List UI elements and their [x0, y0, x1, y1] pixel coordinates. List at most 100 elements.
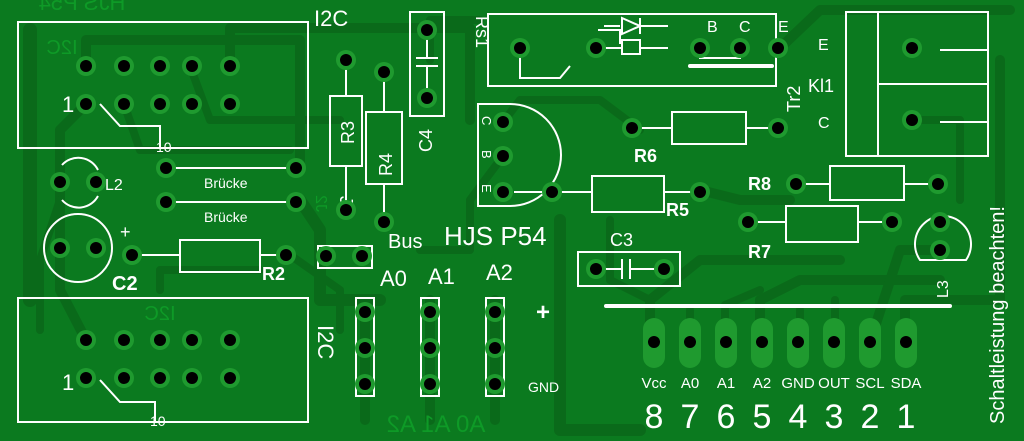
- r3-label: R3: [338, 121, 358, 144]
- bruecke-1-label: Brücke: [204, 175, 248, 191]
- pad-hole: [359, 342, 371, 354]
- pad-hole: [378, 66, 390, 78]
- title-bus: Bus: [388, 231, 422, 253]
- header-pin-name: A2: [753, 375, 771, 392]
- header-pin-number: 2: [861, 398, 880, 436]
- r7-label: R7: [748, 242, 771, 262]
- pad-hole: [424, 378, 436, 390]
- bruecke-2-label: Brücke: [204, 209, 248, 225]
- pads: [50, 20, 950, 394]
- r4-label: R4: [376, 153, 396, 176]
- j2-mirror-label: J2: [312, 195, 329, 212]
- c2-plus-label: +: [120, 222, 131, 242]
- pad-hole: [290, 196, 302, 208]
- pad-hole: [54, 176, 66, 188]
- i2c-vertical-label: I2C: [313, 325, 338, 359]
- r6-outline: [640, 111, 770, 145]
- pad-hole: [934, 216, 946, 228]
- header-pin-name: A1: [717, 375, 735, 392]
- header-pin-name: GND: [781, 375, 815, 392]
- header-pin-number: 8: [645, 398, 664, 436]
- pad-hole: [742, 216, 754, 228]
- header-pin-name: A0: [681, 375, 699, 392]
- pad-hole: [118, 60, 130, 72]
- connector-top-pin10-label: 10: [156, 139, 172, 155]
- header-pin-number: 7: [681, 398, 700, 436]
- pad-hole: [290, 162, 302, 174]
- pad-hole: [424, 306, 436, 318]
- pad-hole: [934, 244, 946, 256]
- connector-top: [17, 21, 309, 149]
- r2-label: R2: [262, 264, 285, 284]
- connector-top-mirror-brand: HJS P54: [39, 0, 126, 15]
- header-pin-number: 5: [753, 398, 772, 436]
- tr2-label: Tr2: [784, 86, 804, 112]
- pad-hole: [906, 42, 918, 54]
- kl1-e-label: E: [818, 37, 829, 54]
- pad-hole: [186, 334, 198, 346]
- pad-hole: [90, 242, 102, 254]
- pad-hole: [154, 334, 166, 346]
- pad-hole: [424, 342, 436, 354]
- pad-hole: [154, 60, 166, 72]
- connector-bottom: [17, 297, 309, 423]
- connector-top-pin1-label: 1: [62, 92, 74, 117]
- pad-hole: [489, 342, 501, 354]
- header-pin-hole: [720, 336, 732, 348]
- r8-label: R8: [748, 174, 771, 194]
- pad-hole: [186, 98, 198, 110]
- pad-hole: [932, 178, 944, 190]
- l3-label: L3: [935, 280, 952, 298]
- pad-hole: [80, 98, 92, 110]
- pad-hole: [790, 178, 802, 190]
- header-pin-hole: [792, 336, 804, 348]
- pad-hole: [224, 372, 236, 384]
- pad-hole: [514, 42, 526, 54]
- pad-hole: [224, 98, 236, 110]
- pad-hole: [356, 250, 368, 262]
- header-pin-number: 1: [897, 398, 916, 436]
- pad-hole: [658, 263, 670, 275]
- pad-hole: [626, 122, 638, 134]
- gnd-label: GND: [528, 379, 559, 395]
- relay-c-label: C: [739, 19, 751, 36]
- pad-hole: [421, 24, 433, 36]
- pad-hole: [118, 334, 130, 346]
- bottom-mirror-text: A0 A1 A2: [387, 411, 486, 438]
- i2c-top-label: I2C: [314, 6, 348, 31]
- c4-label: C4: [416, 129, 436, 152]
- transistor-c-label: C: [479, 116, 494, 125]
- jumper-a1-label: A1: [428, 264, 455, 289]
- connector-top-mirror-label: I2C: [46, 37, 77, 59]
- jumper-a2-label: A2: [486, 260, 513, 285]
- pad-hole: [359, 306, 371, 318]
- relay-b-label: B: [707, 19, 718, 36]
- pad-hole: [54, 242, 66, 254]
- pad-hole: [224, 334, 236, 346]
- header-pin-hole: [684, 336, 696, 348]
- header-pin-hole: [828, 336, 840, 348]
- warning-text: Schaltleistung beachten!: [987, 206, 1009, 424]
- c3-label: C3: [610, 230, 633, 250]
- pad-hole: [421, 92, 433, 104]
- header-pin-hole: [648, 336, 660, 348]
- pad-hole: [186, 372, 198, 384]
- pad-hole: [886, 216, 898, 228]
- pad-hole: [497, 116, 509, 128]
- pad-hole: [340, 54, 352, 66]
- pad-hole: [734, 42, 746, 54]
- relay-e-label: E: [778, 19, 789, 36]
- header-pin-hole: [756, 336, 768, 348]
- l2-outline: [61, 156, 99, 209]
- header-pin-name: SDA: [891, 375, 922, 392]
- pad-hole: [160, 162, 172, 174]
- pad-hole: [160, 196, 172, 208]
- transistor-b-label: B: [479, 150, 494, 159]
- header-pin-number: 4: [789, 398, 808, 436]
- pad-hole: [80, 60, 92, 72]
- pad-hole: [772, 122, 784, 134]
- pad-hole: [154, 372, 166, 384]
- pad-hole: [118, 372, 130, 384]
